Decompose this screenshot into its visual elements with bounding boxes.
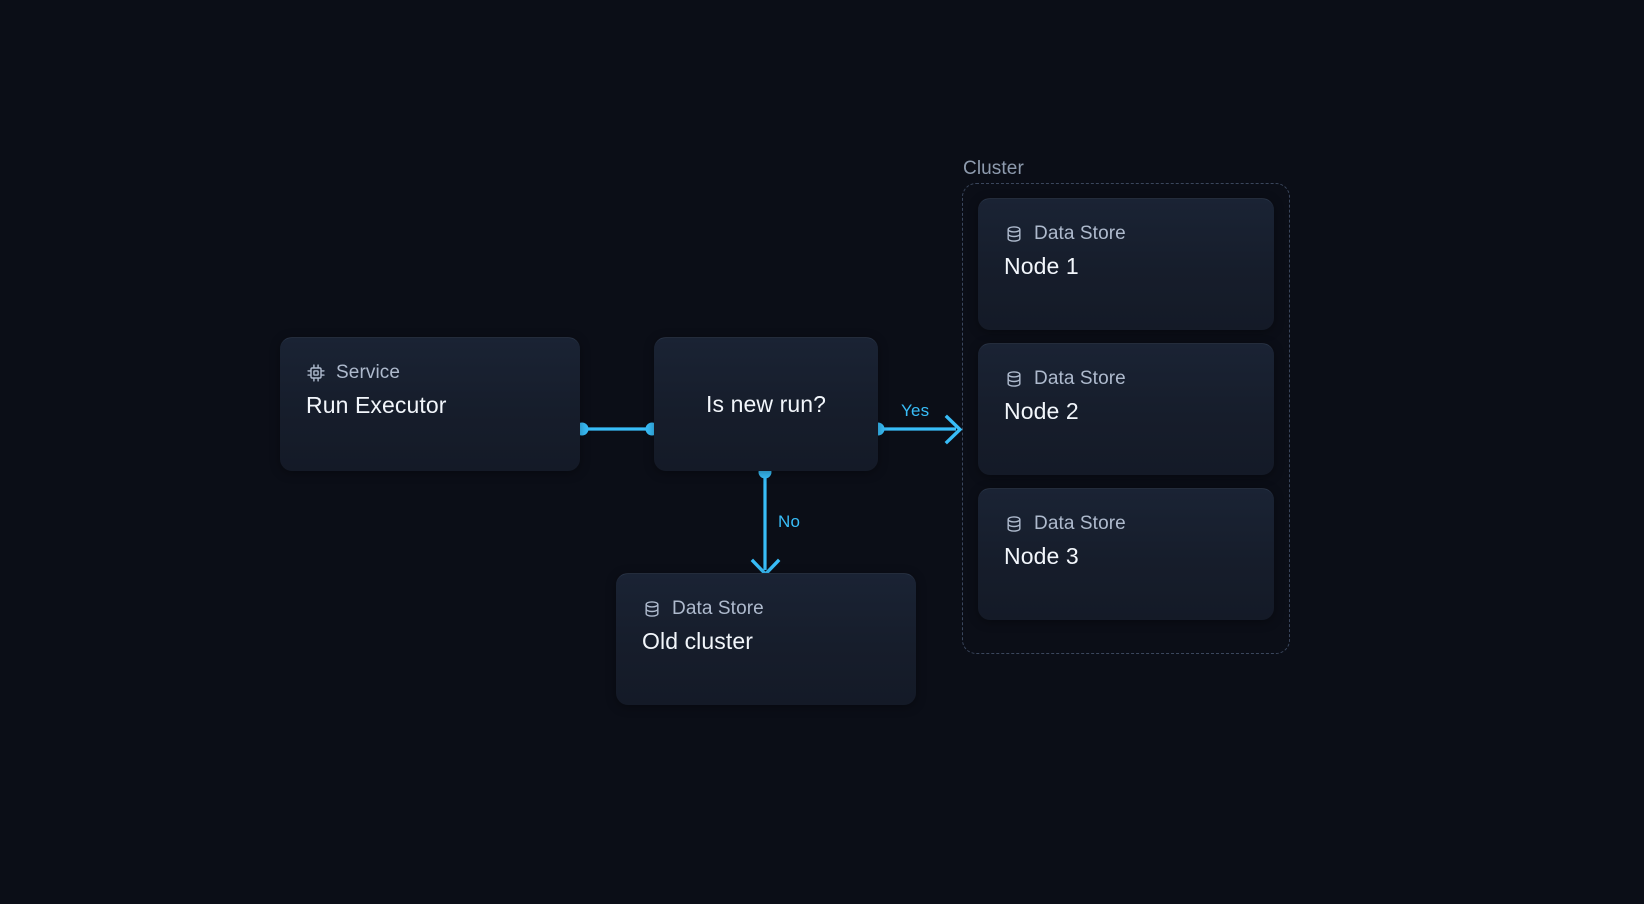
database-icon xyxy=(1004,514,1024,534)
node-data-store-node-3[interactable]: Data Store Node 3 xyxy=(978,488,1274,620)
edge-label-no: No xyxy=(778,512,801,531)
database-icon xyxy=(1004,224,1024,244)
node-data-store-node-2[interactable]: Data Store Node 2 xyxy=(978,343,1274,475)
node-node-3-kind-label: Data Store xyxy=(1034,513,1126,534)
edge-decision-to-old-cluster xyxy=(750,465,781,577)
node-old-cluster-body: Data Store Old cluster xyxy=(616,574,916,679)
cpu-chip-icon xyxy=(306,363,326,383)
node-node-1-kind: Data Store xyxy=(1004,223,1248,245)
node-node-1-title: Node 1 xyxy=(1004,253,1079,279)
node-run-executor-kind: Service xyxy=(306,362,554,384)
node-old-cluster-title: Old cluster xyxy=(642,628,754,654)
node-run-executor-body: Service Run Executor xyxy=(280,338,580,443)
node-node-2-title: Node 2 xyxy=(1004,398,1079,424)
edge-label-yes: Yes xyxy=(901,401,930,420)
node-node-2-kind: Data Store xyxy=(1004,368,1248,390)
database-icon xyxy=(1004,369,1024,389)
node-node-2-body: Data Store Node 2 xyxy=(978,344,1274,449)
cluster-group xyxy=(962,183,1290,654)
node-data-store-old-cluster[interactable]: Data Store Old cluster xyxy=(616,573,916,705)
node-decision-is-new-run[interactable]: Is new run? xyxy=(654,337,878,471)
node-node-1-body: Data Store Node 1 xyxy=(978,199,1274,304)
edge-executor-to-decision xyxy=(575,422,659,436)
node-run-executor[interactable]: Service Run Executor xyxy=(280,337,580,471)
node-old-cluster-kind: Data Store xyxy=(642,598,890,620)
node-node-2-kind-label: Data Store xyxy=(1034,368,1126,389)
node-decision-title: Is new run? xyxy=(706,391,826,417)
node-node-3-body: Data Store Node 3 xyxy=(978,489,1274,594)
node-decision-body: Is new run? xyxy=(654,338,878,471)
node-old-cluster-kind-label: Data Store xyxy=(672,598,764,619)
cluster-label: Cluster xyxy=(963,158,1024,179)
node-run-executor-title: Run Executor xyxy=(306,392,447,418)
node-node-1-kind-label: Data Store xyxy=(1034,223,1126,244)
node-node-3-title: Node 3 xyxy=(1004,543,1079,569)
node-node-3-kind: Data Store xyxy=(1004,513,1248,535)
node-data-store-node-1[interactable]: Data Store Node 1 xyxy=(978,198,1274,330)
node-run-executor-kind-label: Service xyxy=(336,362,401,383)
database-icon xyxy=(642,599,662,619)
